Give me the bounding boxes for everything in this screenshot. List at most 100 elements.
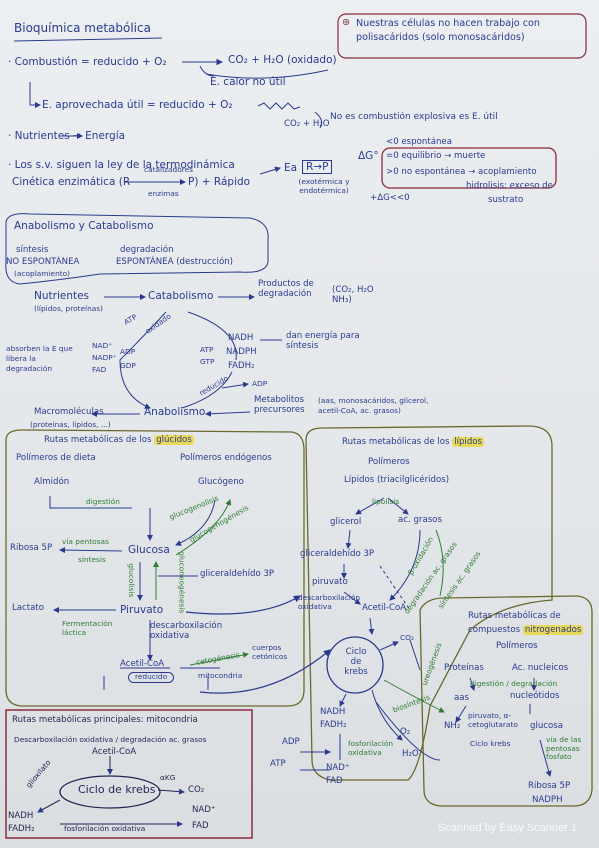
principales-co2: CO₂ <box>188 785 205 795</box>
principales-nad: NAD⁺ <box>192 805 216 815</box>
cinetica-end: P) + Rápido <box>188 176 251 188</box>
ac-nucleicos-node: Ac. nucleicos <box>512 663 569 673</box>
fad-krebs: FAD <box>326 776 343 786</box>
dg-less-zero: <0 espontánea <box>386 137 452 147</box>
header-note-icon: ⊛ <box>342 17 351 28</box>
reducido-tag: reducido <box>128 672 175 683</box>
fad-label: FAD <box>92 365 107 374</box>
nadph-label: NADPH <box>226 347 257 357</box>
hidrolisis-text: hidrolisis: exceso de <box>466 181 553 191</box>
proteinas-node: Proteínas <box>444 663 484 673</box>
enzimas-label: enzimas <box>148 189 179 198</box>
lipidos-node: Lípidos (triacilglicéridos) <box>344 475 450 485</box>
principales-fadh2: FADH₂ <box>8 824 35 834</box>
principales-ciclo: Ciclo de krebs <box>78 783 156 796</box>
glucosa-node: Glucosa <box>128 544 170 556</box>
rp-box: R→P <box>302 160 333 175</box>
sintesis-label-2: síntesis <box>78 555 106 564</box>
aprovechada-text: E. aprovechada útil = reducido + O₂ <box>42 99 233 111</box>
lipolisis-label: lipolisis <box>372 497 400 506</box>
principales-nadh: NADH <box>8 811 34 821</box>
principales-subtitle: Descarboxilación oxidativa / degradación… <box>14 735 207 744</box>
nadp-label: NADP⁺ <box>92 353 117 362</box>
almidon-node: Almidón <box>34 477 70 487</box>
combustion-result: CO₂ + H₂O (oxidado) <box>228 54 337 66</box>
ea-note: (exotérmica y endotérmica) <box>298 177 350 195</box>
fermentacion-label: Fermentación láctica <box>62 619 113 637</box>
absorben-text: absorben la E que libera la degradación <box>6 344 73 373</box>
principales-akg: αKG <box>160 773 176 782</box>
glicerol-node: glicerol <box>330 517 362 527</box>
degradacion-label: degradación <box>120 245 174 255</box>
ciclo-krebs-nitro: Ciclo krebs <box>470 739 511 748</box>
h2o-krebs: H₂O <box>402 749 419 759</box>
atp-krebs: ATP <box>270 759 286 769</box>
nad-label: NAD⁺ <box>92 341 113 350</box>
polimeros-dieta: Polímeros de dieta <box>16 453 96 463</box>
cinetica-text: Cinética enzimática (R <box>12 176 131 188</box>
atp2-label: ATP <box>200 345 214 354</box>
macromoleculas-sub: (proteínas, lípidos, ...) <box>30 420 111 429</box>
aas-node: aas <box>454 693 470 703</box>
nitro-polimeros: Polímeros <box>496 641 538 651</box>
piruvato-node: Piruvato <box>120 604 164 616</box>
productos-list: (CO₂, H₂O NH₃) <box>332 285 374 305</box>
nucleotidos-node: nucleótidos <box>510 691 560 701</box>
dg-greater-zero: >0 no espontánea → acoplamiento <box>386 167 537 177</box>
aprovechada-product: CO₂ + H₂O <box>284 119 330 129</box>
lipidos-polimeros: Polímeros <box>368 457 410 467</box>
o2-krebs: O₂ <box>400 727 411 737</box>
scanner-watermark: Scanned by Easy Scanner 1 <box>438 822 577 834</box>
dg-acoplamiento: +ΔG<<0 <box>370 193 410 203</box>
ribosa-nitro: Ribosa 5P <box>528 781 571 791</box>
digestion-label: digestión <box>86 497 120 506</box>
metabolitos-node: Metabolitos precursores <box>254 395 305 415</box>
dg-equal-zero: =0 equilibrio → muerte <box>386 151 486 161</box>
cuerpos-cetonicos: cuerpos cetónicos <box>252 643 288 661</box>
nitrogenados-title-2: compuestos nitrogenados <box>468 625 584 635</box>
ribosa-node: Ribosa 5P <box>10 543 53 553</box>
nadh-label: NADH <box>228 333 254 343</box>
page-title: Bioquímica metabólica <box>14 21 151 35</box>
descarbox-label: descarboxilación oxidativa <box>150 621 223 641</box>
nitrogenados-title: Rutas metabólicas de <box>468 611 561 621</box>
glucidos-title: Rutas metabólicas de los glúcidos <box>44 435 194 445</box>
fadh2-krebs: FADH₂ <box>320 720 347 730</box>
via-pentosas-nitro: vía de las pentosas fosfato <box>546 735 582 762</box>
glucosa-nitro: glucosa <box>530 721 564 731</box>
ac-grasos-node: ac. grasos <box>398 515 442 525</box>
hidrolisis-text-2: sustrato <box>488 195 524 205</box>
digestion-nitro-label: digestión / degradación <box>470 679 558 688</box>
via-pentosas-label: vía pentosas <box>62 537 109 546</box>
principales-fosforilacion: fosforilación oxidativa <box>64 824 146 833</box>
co2-krebs: CO₂ <box>400 633 414 642</box>
adp-label: ADP <box>120 347 136 356</box>
termo-text: · Los s.v. siguen la ley de la termodiná… <box>8 159 235 171</box>
nadh-krebs: NADH <box>320 707 346 717</box>
nutrientes-energia: · Nutrientes → Energía <box>8 130 126 142</box>
polimeros-endogenos: Polímeros endógenos <box>180 453 272 463</box>
gtp-label: GTP <box>200 357 215 366</box>
fosforilacion-label: fosforilación oxidativa <box>348 739 394 757</box>
no-espontanea-label: NO ESPONTÁNEA <box>6 257 80 267</box>
gdp-label: GDP <box>120 361 136 370</box>
productos-node: Productos de degradación <box>258 279 314 299</box>
aprovechada-note: No es combustión explosiva es E. útil <box>330 112 498 122</box>
nh2-node: NH₂ <box>444 721 461 731</box>
metabolitos-list: (aas, monosacáridos, glicerol, acetil-Co… <box>318 396 429 415</box>
glucolisis-label: glucolisis <box>127 563 137 598</box>
gliceraldehido-node: gliceraldehído 3P <box>200 569 275 579</box>
fadh2-label: FADH₂ <box>228 361 255 371</box>
gliceraldehido-lipidos: gliceraldehído 3P <box>300 549 375 559</box>
combustion-energy: E. calor no útil <box>210 76 286 88</box>
glucogeno-node: Glucógeno <box>198 477 244 487</box>
nad-krebs: NAD⁺ <box>326 763 350 773</box>
principales-acetil: Acetil-CoA <box>92 747 137 757</box>
sintesis-label: síntesis <box>16 245 49 255</box>
nutrientes-node: Nutrientes <box>34 290 90 302</box>
piruvato-nitro: piruvato, α-cetoglutarato <box>468 711 518 729</box>
krebs-cycle-label: Ciclo de krebs <box>344 647 368 677</box>
principales-fad: FAD <box>192 821 209 831</box>
